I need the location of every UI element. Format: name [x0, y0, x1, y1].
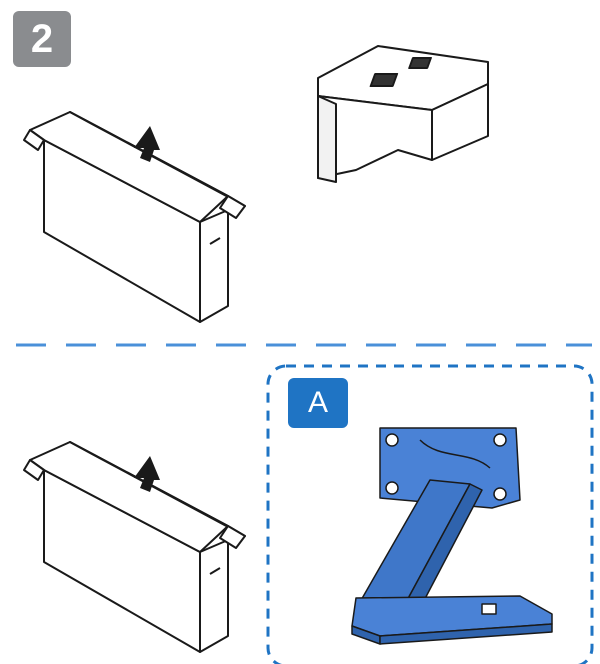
box-with-arrow-icon [23, 111, 246, 323]
stand-neck-icon [351, 427, 553, 645]
box-with-arrow-icon [23, 441, 246, 653]
power-adapter-icon [317, 45, 489, 183]
step-number-badge: 2 [13, 11, 71, 67]
callout-frame [266, 364, 594, 664]
callout-label-badge: A [288, 378, 348, 428]
